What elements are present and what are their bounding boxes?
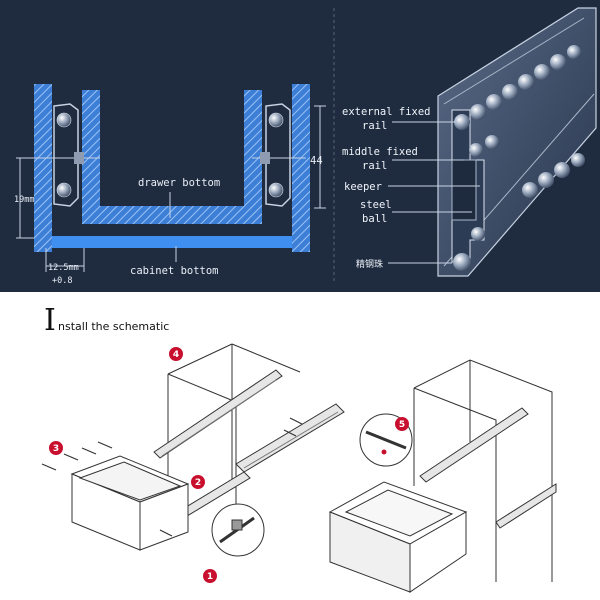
slide-rail-right-upper <box>419 407 529 483</box>
step-1-label: 1 <box>207 572 213 582</box>
steel-label: steel <box>360 199 392 211</box>
external-fixed-label: external fixed <box>342 106 431 118</box>
slide-rail-upper <box>153 369 283 459</box>
step-marker-1: 1 <box>203 569 217 583</box>
slide-rail-right-lower <box>495 483 557 529</box>
step-marker-2: 2 <box>191 475 205 489</box>
drawer-box-left <box>70 455 190 551</box>
install-title-text: nstall the schematic <box>58 320 169 333</box>
right-cabinet-wall <box>292 84 310 252</box>
cabinet-frame-left <box>167 343 301 542</box>
bottom-steel-ball <box>453 253 471 271</box>
ball-label: ball <box>362 213 387 225</box>
left-cabinet-wall <box>34 84 52 252</box>
cabinet-bottom-bar <box>52 236 292 248</box>
step-marker-5: 5 <box>395 417 409 431</box>
height-dimension <box>16 157 40 239</box>
middle-fixed-label: middle fixed <box>342 146 418 158</box>
middle-rail-label: rail <box>362 160 387 172</box>
screws <box>41 417 303 537</box>
precision-ball-label: 精钢珠 <box>356 258 383 270</box>
width-dim-label: 12.5mm <box>48 263 79 273</box>
tolerance-label: +0.8 <box>52 276 72 286</box>
zoom-detail-left <box>211 503 265 557</box>
rail-leader-lines <box>388 121 480 264</box>
left-slide-profile <box>40 103 100 207</box>
drawer-bottom-label: drawer bottom <box>138 177 220 189</box>
lower-ball-row <box>471 153 585 241</box>
install-panel: I nstall the schematic <box>0 292 600 600</box>
step-marker-4: 4 <box>169 347 183 361</box>
external-rail-label: rail <box>362 120 387 132</box>
drawer-box-right <box>328 481 468 593</box>
step-4-label: 4 <box>173 350 179 360</box>
cross-section-svg: drawer bottom cabinet bottom 19mm 12.5mm… <box>14 7 597 286</box>
keeper-label: keeper <box>344 181 382 193</box>
step-2-label: 2 <box>195 478 201 488</box>
step-3-label: 3 <box>53 444 59 454</box>
upper-ball-row <box>454 45 581 130</box>
step-5-label: 5 <box>399 420 405 430</box>
cabinet-frame-right <box>413 359 553 582</box>
width-dimension <box>45 248 85 272</box>
slide-rail-mid <box>235 403 345 473</box>
right-slide-profile <box>252 103 306 207</box>
height-dim-label: 19mm <box>14 195 34 205</box>
middle-ball-row <box>469 135 499 157</box>
right-dimension <box>314 105 326 209</box>
cabinet-bottom-label: cabinet bottom <box>130 265 219 277</box>
install-title-initial: I <box>44 303 56 338</box>
drawer-profile <box>82 90 262 224</box>
cross-section-panel: drawer bottom cabinet bottom 19mm 12.5mm… <box>0 0 600 292</box>
step-marker-3: 3 <box>49 441 63 455</box>
right-dim-label: 44 <box>310 155 323 167</box>
install-svg: I nstall the schematic <box>41 303 557 593</box>
rail-3d <box>437 7 597 277</box>
